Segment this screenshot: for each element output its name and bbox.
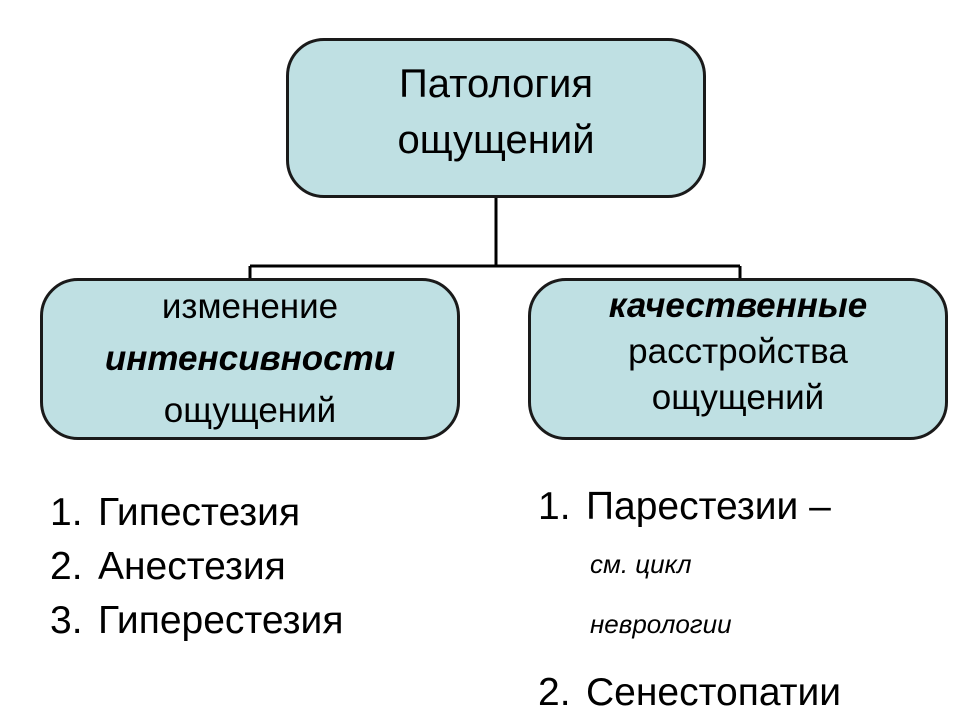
root-title-line1: Патология [399,62,593,106]
node-intensity-line1: изменение [161,287,339,326]
list-item-number: 1. [538,485,571,528]
list-item-number: 2. [50,545,83,588]
list-item: 1. Парестезии – [538,480,938,534]
list-item-number: 1. [50,491,83,534]
list-item-text: Сенестопатии [586,671,842,714]
node-qualitative-line3: ощущений [651,378,825,417]
list-item-text: Анестезия [98,545,286,588]
root-title-line2: ощущений [397,118,595,162]
list-item-number: 3. [50,599,83,642]
list-item: 2. Сенестопатии [538,666,938,720]
list-note-line2: неврологии [590,609,732,639]
list-item: 3. Гиперестезия [50,594,343,648]
list-item: 2. Анестезия [50,540,343,594]
list-item-text: Парестезии – [586,485,831,528]
qualitative-disorders-list: 1. Парестезии – см. цикл неврологии 2. Сен… [538,480,938,720]
list-item-text: Гипестезия [98,491,301,534]
list-spacer [538,654,938,666]
list-item: 1. Гипестезия [50,486,343,540]
root-node: Патология ощущений [286,38,706,198]
list-note-line1: см. цикл [590,549,692,579]
node-intensity-line2: интенсивности [104,339,396,378]
node-qualitative-line1: качественные [608,286,868,325]
list-item-text: Гиперестезия [98,599,344,642]
node-intensity-line3: ощущений [163,391,337,430]
node-qualitative-disorders: качественные расстройства ощущений [528,278,948,440]
intensity-disorders-list: 1. Гипестезия 2. Анестезия 3. Гиперестезия [50,486,343,648]
node-qualitative-line2: расстройства [628,332,848,371]
node-intensity-change: изменение интенсивности ощущений [40,278,460,440]
list-item-number: 2. [538,671,571,714]
